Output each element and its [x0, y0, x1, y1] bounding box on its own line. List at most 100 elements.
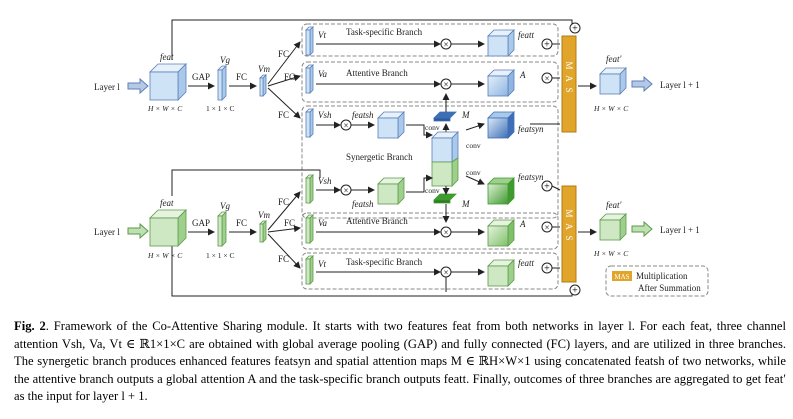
top-vm-vector	[259, 74, 267, 97]
branch-boxes	[301, 23, 709, 297]
top-fc-label: FC	[236, 72, 247, 82]
top-feat-syn-cube	[487, 111, 515, 139]
bottom-feat-dims: H × W × C	[147, 251, 183, 260]
bottom-task-branch-label: Task-specific Branch	[346, 257, 423, 267]
top-layer-out-label: Layer l + 1	[660, 80, 700, 90]
bottom-vt-label: Vt	[318, 259, 326, 269]
top-vsh-label: Vsh	[318, 110, 332, 120]
legend: MAS Multiplication After Summation	[612, 271, 701, 293]
figure-caption: Fig. 2. Framework of the Co-Attentive Sh…	[14, 318, 786, 406]
bottom-m-map	[433, 193, 457, 204]
bottom-a-cube	[487, 219, 515, 247]
bottom-task-branch-box	[301, 252, 559, 290]
svg-text:×: ×	[443, 268, 448, 278]
bottom-feat-prime-dims: H × W × C	[593, 249, 629, 258]
top-output-arrow	[631, 75, 653, 93]
top-m-map	[433, 111, 457, 122]
svg-text:+: +	[544, 182, 550, 193]
caption-text: . Framework of the Co-Attentive Sharing …	[14, 319, 786, 404]
top-feat-sh-cube	[377, 111, 405, 139]
top-feat-syn-label: featsyn	[518, 124, 544, 134]
bottom-vg-vector	[217, 211, 227, 247]
top-feat-sh-label: featsh	[352, 110, 374, 120]
top-feat-cube	[149, 63, 187, 101]
bottom-vsh-label: Vsh	[318, 176, 332, 186]
bottom-feat-sh-cube	[377, 177, 405, 205]
top-va-label: Va	[318, 69, 328, 79]
bottom-a-label: A	[519, 219, 526, 229]
top-a-cube	[487, 69, 515, 97]
bottom-feat-t-label: featt	[518, 258, 534, 268]
bottom-stream: Layer l feat H × W × C GAP Vg 1 × 1 × C …	[94, 168, 700, 292]
top-mas-block	[561, 35, 577, 133]
top-gap-label: GAP	[192, 72, 210, 82]
bottom-vm-vector	[259, 220, 267, 243]
top-vm-label: Vm	[258, 64, 270, 74]
top-input-arrow	[127, 77, 149, 95]
bottom-layer-in-label: Layer l	[94, 227, 120, 237]
bottom-fc-task: FC	[278, 254, 289, 264]
top-vec-dims: 1 × 1 × C	[206, 104, 234, 113]
bottom-fc-att: FC	[284, 218, 295, 228]
figure-label: Fig. 2	[14, 319, 46, 333]
bottom-va-vector	[305, 214, 314, 244]
bottom-vg-label: Vg	[220, 201, 230, 211]
top-feat-label: feat	[160, 52, 174, 62]
top-a-label: A	[519, 70, 526, 80]
top-attentive-branch-box	[301, 61, 559, 103]
top-feat-prime-label: feat′	[606, 54, 622, 64]
bottom-mas-label: M A S	[564, 209, 574, 242]
bottom-feat-cube	[149, 209, 187, 247]
top-vsh-vector	[305, 108, 314, 138]
bottom-conv-label: conv	[425, 186, 440, 195]
svg-text:×: ×	[343, 186, 348, 196]
top-task-branch-box	[301, 23, 559, 57]
svg-text:×: ×	[443, 80, 448, 90]
bottom-feat-syn-cube	[487, 177, 515, 205]
legend-line2: After Summation	[638, 283, 701, 293]
legend-mas-badge	[612, 271, 632, 281]
bottom-attentive-branch-box	[301, 212, 559, 250]
bottom-layer-out-label: Layer l + 1	[660, 225, 700, 235]
svg-text:+: +	[544, 40, 550, 51]
bottom-conv-out-label: conv	[466, 168, 481, 177]
top-vt-label: Vt	[318, 30, 326, 40]
top-layer-in-label: Layer l	[94, 82, 120, 92]
bottom-vt-vector	[305, 255, 314, 285]
top-mas-label: M A S	[564, 61, 574, 94]
bottom-feat-syn-label: featsyn	[518, 172, 544, 182]
bottom-feat-label: feat	[160, 198, 174, 208]
top-vt-vector	[305, 26, 314, 56]
top-fc-syn: FC	[278, 110, 289, 120]
top-vg-label: Vg	[220, 55, 230, 65]
top-att-branch-label: Attentive Branch	[346, 68, 408, 78]
top-task-branch-label: Task-specific Branch	[346, 27, 423, 37]
svg-text:×: ×	[443, 40, 448, 50]
bottom-feat-prime-cube	[599, 213, 627, 241]
svg-text:+: +	[572, 24, 578, 35]
top-feat-prime-dims: H × W × C	[593, 104, 629, 113]
synergetic-branch-box	[301, 105, 559, 219]
bottom-vsh-vector	[305, 174, 314, 204]
svg-text:+: +	[544, 264, 550, 275]
bottom-mas-block	[561, 185, 577, 283]
top-feat-t-label: featt	[518, 30, 534, 40]
top-va-vector	[305, 64, 314, 94]
bottom-feat-sh-label: featsh	[352, 199, 374, 209]
bottom-fc-label: FC	[236, 218, 247, 228]
top-skip-sum-icon	[569, 22, 581, 34]
concat-block: Synergetic Branch	[346, 131, 459, 187]
svg-text:×: ×	[343, 121, 348, 131]
bottom-output-arrow	[631, 220, 653, 238]
legend-box	[605, 265, 709, 297]
top-vg-vector	[217, 65, 227, 101]
top-stream: Layer l feat H × W × C GAP Vg 1 × 1 × C …	[94, 26, 700, 150]
top-conv-out-label: conv	[466, 141, 481, 150]
svg-text:×: ×	[443, 228, 448, 238]
bottom-input-arrow	[127, 222, 149, 240]
bottom-vm-label: Vm	[258, 210, 270, 220]
bottom-vec-dims: 1 × 1 × C	[206, 251, 234, 260]
legend-badge-label: MAS	[614, 273, 629, 281]
svg-text:+: +	[572, 286, 578, 297]
top-feat-prime-cube	[599, 67, 627, 95]
